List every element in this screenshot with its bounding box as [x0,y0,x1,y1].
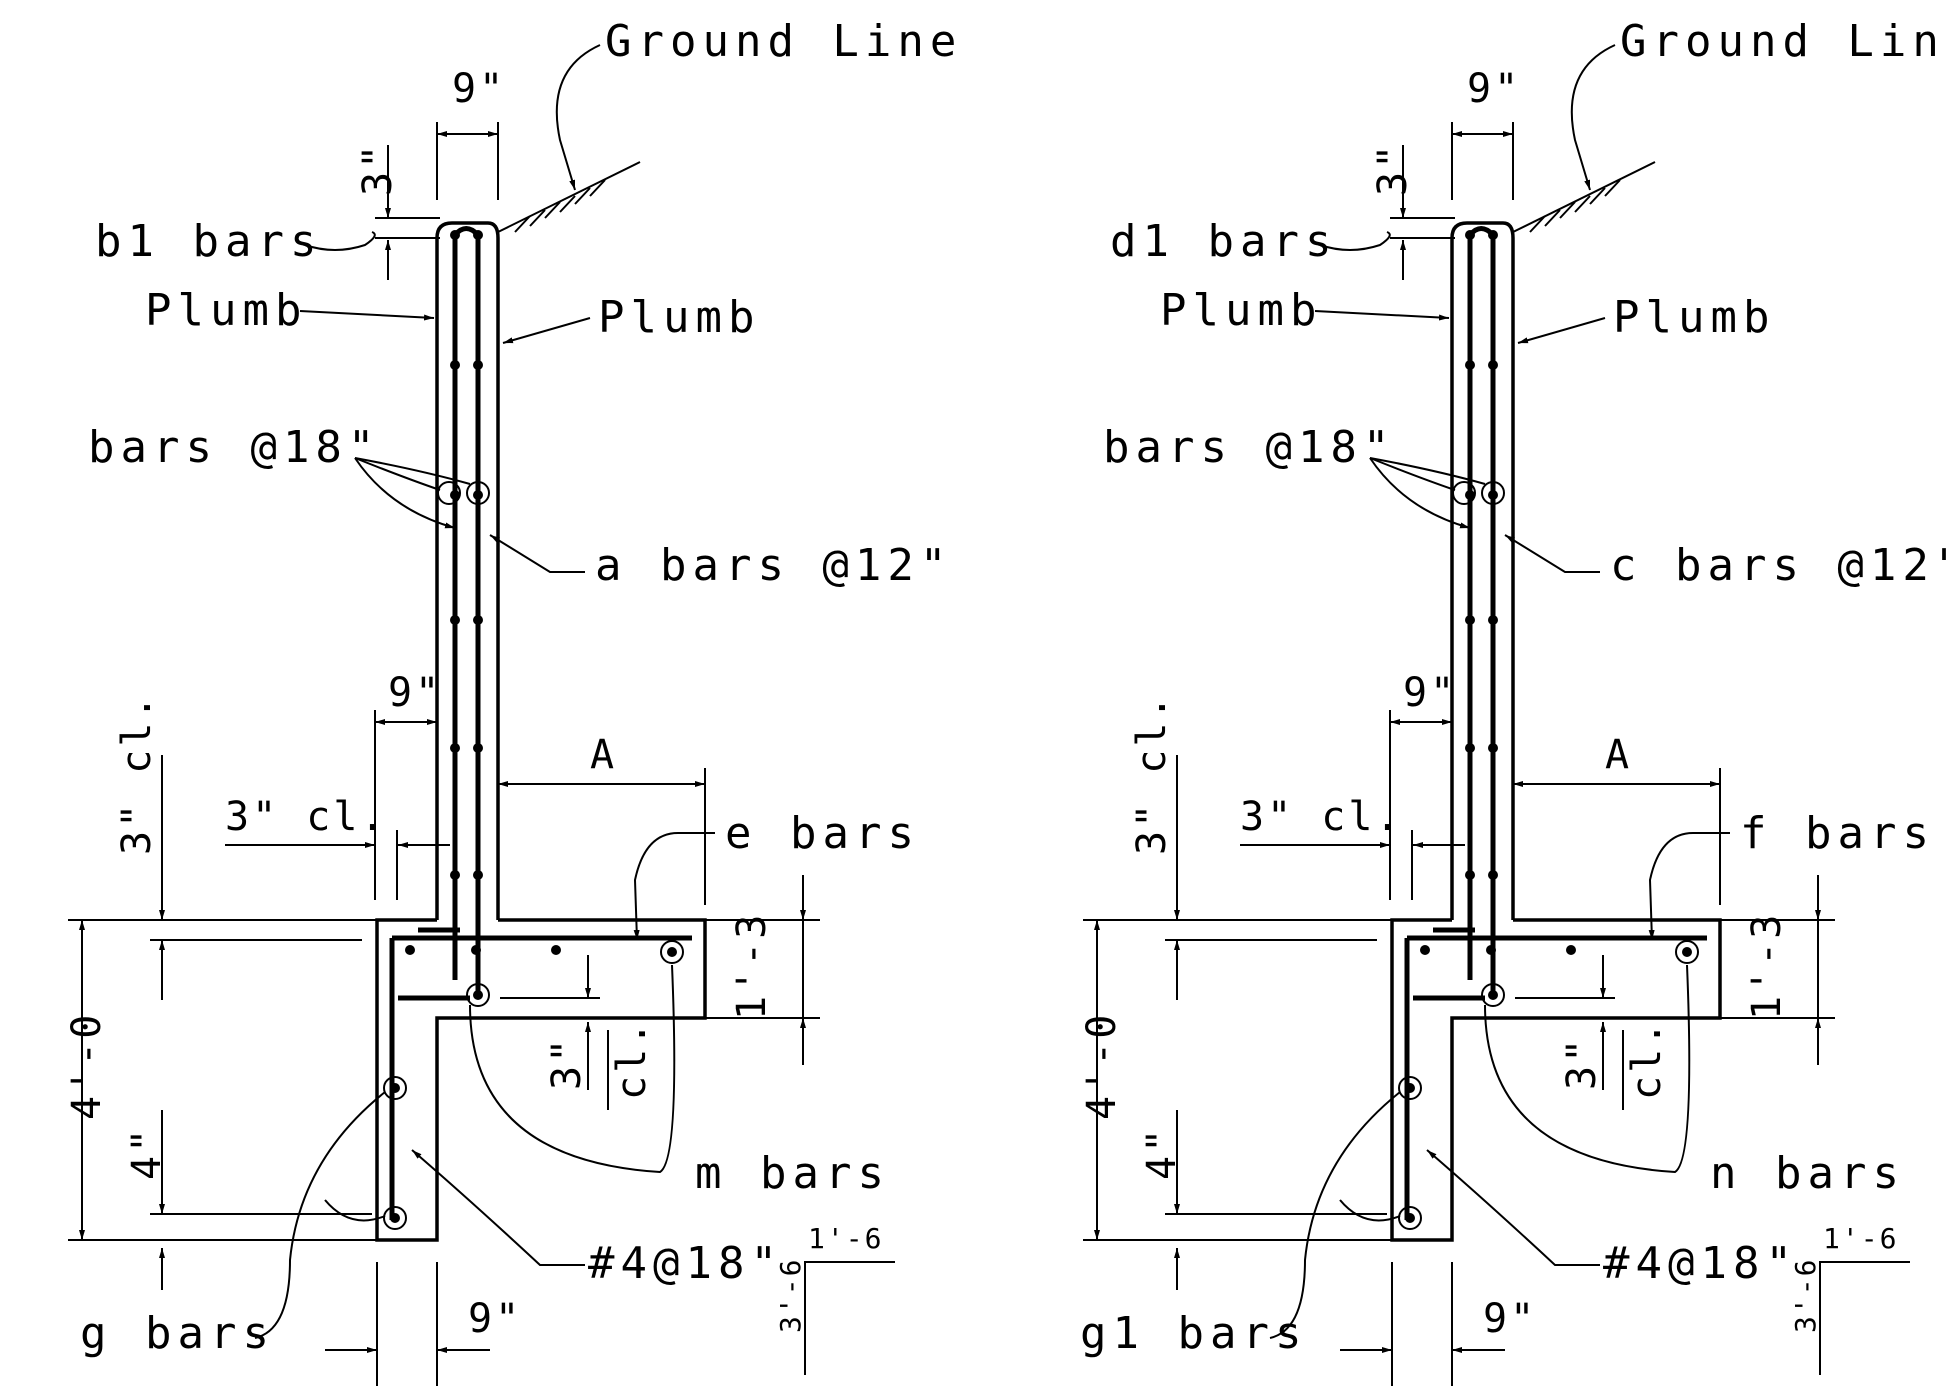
main-bar-leader [489,534,585,573]
bottom-cl-label: cl. [1624,1019,1670,1100]
plumb-left-label: Plumb [1160,285,1322,336]
wall-bar-dots [437,230,490,880]
top-bar-label: d1 bars [1110,216,1337,267]
ground-line-leader [555,44,601,191]
bottom-cover-dim: 3" [1559,1036,1605,1090]
bottom-cover-dim: 3" [544,1036,590,1090]
footing-rebar [383,927,692,1230]
top-cover-dim: 3" [355,142,401,196]
clear-vertical-dim: 3" cl. [114,693,160,856]
stirrup-label: #4@18" [1603,1238,1798,1289]
key-width-dim: 9" [468,1296,522,1342]
plumb-right-label: Plumb [598,292,760,343]
clear-horizontal-dim: 3" cl. [1240,794,1403,840]
footing-thickness-dim: 1'-3 [729,912,775,1020]
bend-h-label: 1'-6 [1823,1222,1898,1255]
bend-v-label: 3'-6 [774,1258,807,1333]
top-bar-label: b1 bars [95,216,322,267]
top-width-dim: 9" [452,66,506,112]
clear-vertical-dim: 3" cl. [1129,693,1175,856]
g-bars-label: g1 bars [1080,1308,1307,1359]
total-height-dim: 4'-0 [1079,1012,1125,1120]
top-width-dim: 9" [1467,66,1521,112]
dim-a-label: A [590,732,617,778]
stirrup-leader [411,1149,585,1266]
wall-width-dim: 9" [1403,670,1457,716]
bars-18-label: bars @18" [88,422,380,473]
plumb-right-label: Plumb [1613,292,1775,343]
top-cover-dim: 3" [1370,142,1416,196]
bottom-cl-label: cl. [609,1019,655,1100]
heel-bar-leader [633,832,715,941]
wall-outline [435,221,500,920]
bend-shape [804,1261,895,1375]
heel-bar-label: e bars [725,808,920,859]
m-bars-label: n bars [1710,1148,1905,1199]
ground-surface [497,161,641,233]
bend-v-label: 3'-6 [1789,1258,1822,1333]
m-bars-label: m bars [695,1148,890,1199]
bars-18-label: bars @18" [1103,422,1395,473]
four-inch-dim: 4" [1139,1126,1185,1180]
m-bars-leader [469,964,676,1174]
ground-line-label: Ground Line [605,16,962,67]
four-inch-dim: 4" [124,1126,170,1180]
wall-detail-left: Ground Line 9" 3" b1 bars Plumb Plumb [64,16,962,1386]
bend-h-label: 1'-6 [808,1222,883,1255]
wall-width-dim: 9" [388,670,442,716]
ground-line-label: Ground Line [1620,16,1947,67]
main-bar-label: a bars @12" [595,540,952,591]
heel-bar-label: f bars [1740,808,1935,859]
footing-outline [375,918,707,1242]
key-width-dim: 9" [1483,1296,1537,1342]
plumb-left-label: Plumb [145,285,307,336]
g-bars-leader [254,1091,386,1339]
g-bars-label: g bars [80,1308,275,1359]
dim-a-label: A [1605,732,1632,778]
stirrup-label: #4@18" [588,1238,783,1289]
total-height-dim: 4'-0 [64,1012,110,1120]
vertical-rebar [452,226,481,995]
main-bar-label: c bars @12" [1610,540,1947,591]
bars-18-leader-1 [354,457,471,485]
clear-horizontal-dim: 3" cl. [225,794,388,840]
footing-thickness-dim: 1'-3 [1744,912,1790,1020]
top-bar-leader [304,231,376,251]
wall-detail-right: Ground Line 9" 3" d1 bars Plumb Plumb [1079,16,1947,1386]
